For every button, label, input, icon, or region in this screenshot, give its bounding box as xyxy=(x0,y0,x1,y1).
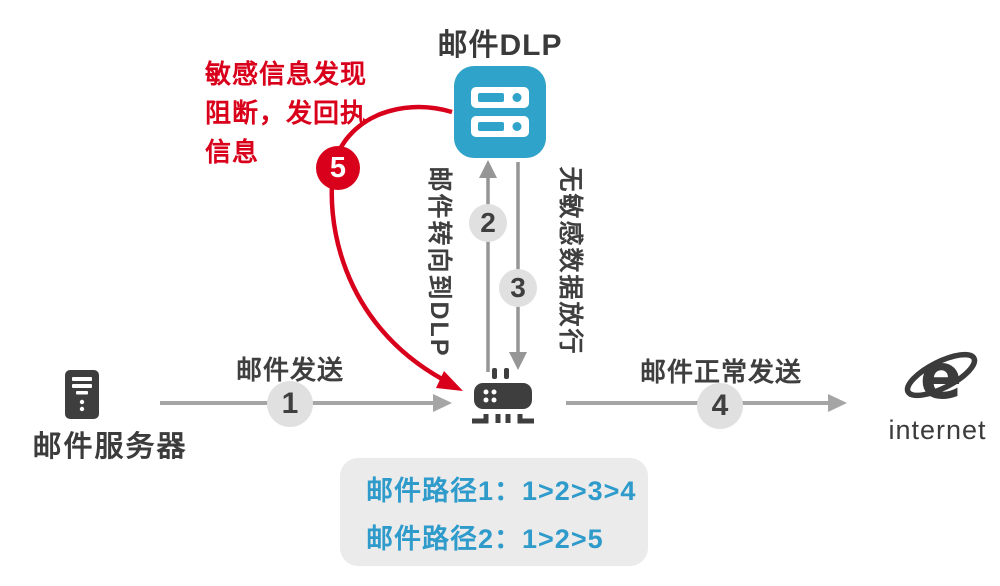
step5-annotation: 敏感信息发现 阻断，发回执 信息 xyxy=(205,55,395,172)
step5-annotation-line: 阻断，发回执 xyxy=(205,98,368,128)
step1-label: 邮件发送 xyxy=(235,355,344,385)
step-badge-1: 1 xyxy=(267,381,313,427)
mail-server-label: 邮件服务器 xyxy=(32,431,188,463)
step2-label: 邮件转向到DLP xyxy=(425,166,453,358)
diagram-title: 邮件DLP xyxy=(437,29,563,62)
mail-server-icon xyxy=(64,370,100,420)
arrow-step2 xyxy=(479,160,497,372)
mail-path-1: 邮件路径1：1>2>3>4 xyxy=(366,475,637,506)
step-badge-3: 3 xyxy=(499,269,537,307)
step-badge-4: 4 xyxy=(697,383,743,429)
arrow-step3 xyxy=(509,162,527,370)
step3-label: 无敏感数据放行 xyxy=(556,166,584,356)
router-icon xyxy=(464,366,540,428)
dlp-server-icon xyxy=(454,66,546,158)
step5-annotation-line: 敏感信息发现 xyxy=(205,59,368,89)
internet-label: internet xyxy=(888,415,987,445)
step-badge-2: 2 xyxy=(469,204,507,242)
mail-path-legend: 邮件路径1：1>2>3>4 邮件路径2：1>2>5 xyxy=(340,458,648,566)
mail-path-2: 邮件路径2：1>2>5 xyxy=(366,523,604,554)
step-badge-5: 5 xyxy=(316,146,360,190)
svg-text:e: e xyxy=(920,340,962,412)
ie-globe-icon: e xyxy=(896,338,982,412)
step5-annotation-line: 信息 xyxy=(205,137,260,167)
step4-label: 邮件正常发送 xyxy=(639,357,802,387)
